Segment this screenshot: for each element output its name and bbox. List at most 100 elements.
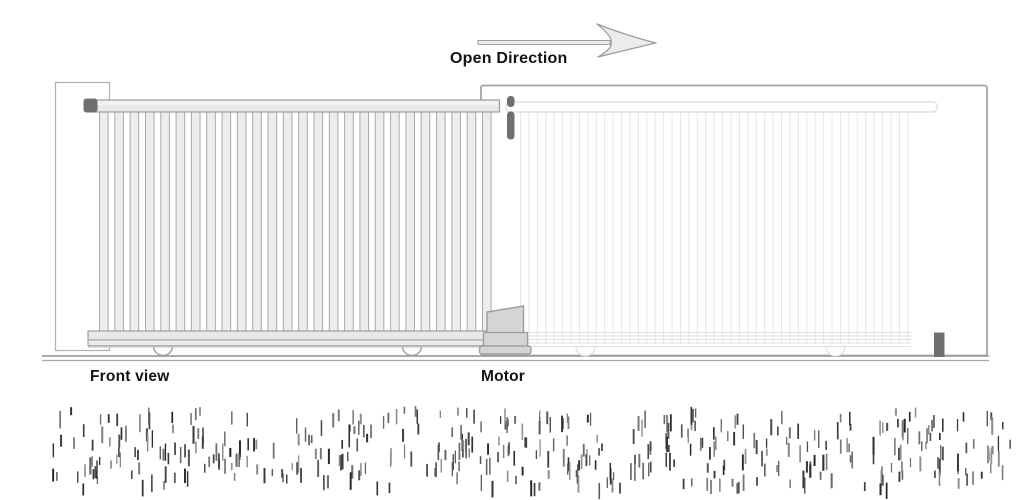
gate-bar (206, 111, 216, 333)
texture-stroke (389, 454, 392, 468)
texture-stroke (972, 471, 975, 485)
texture-stroke (99, 457, 101, 466)
texture-stroke (941, 446, 944, 461)
texture-stroke (894, 438, 896, 456)
texture-stroke (52, 443, 55, 458)
texture-stroke (167, 452, 170, 465)
texture-stroke (480, 474, 482, 491)
texture-stroke (644, 410, 646, 428)
texture-stroke (710, 479, 712, 495)
texture-stroke (134, 447, 136, 458)
texture-stroke (525, 437, 528, 448)
texture-stroke (395, 409, 398, 425)
ghost-wheel (825, 345, 846, 357)
texture-stroke (956, 419, 959, 432)
gate-bar (405, 111, 415, 333)
motor-unit (478, 305, 532, 355)
texture-stroke (513, 450, 516, 466)
texture-stroke (437, 444, 440, 460)
texture-stroke (118, 434, 121, 448)
texture-stroke (667, 422, 670, 439)
texture-stroke (116, 454, 118, 464)
texture-stroke (673, 459, 675, 467)
gate-corner-block (83, 98, 98, 113)
texture-stroke (286, 474, 288, 484)
texture-stroke (789, 479, 791, 489)
texture-stroke (942, 418, 944, 432)
gate-closed-position (83, 98, 501, 357)
texture-stroke (637, 416, 640, 431)
texture-stroke (507, 419, 509, 427)
texture-stroke (609, 462, 611, 480)
texture-stroke (836, 422, 839, 440)
texture-stroke (201, 436, 204, 449)
texture-stroke (253, 437, 255, 452)
texture-stroke (348, 430, 351, 448)
texture-stroke (218, 453, 220, 469)
gate-bar (190, 111, 201, 333)
texture-stroke (809, 464, 812, 478)
texture-stroke (894, 408, 897, 416)
texture-stroke (900, 461, 903, 473)
texture-stroke (376, 481, 379, 496)
texture-stroke (402, 428, 405, 442)
texture-stroke (539, 439, 541, 457)
texture-stroke (59, 410, 61, 429)
texture-stroke (957, 453, 959, 472)
texture-stroke (246, 412, 248, 427)
texture-stroke (388, 482, 391, 494)
texture-stroke (931, 419, 933, 432)
texture-stroke (95, 470, 98, 479)
gate-bar (359, 111, 370, 333)
texture-stroke (94, 466, 97, 478)
texture-stroke (215, 443, 218, 461)
texture-stroke (89, 457, 92, 475)
texture-stroke (298, 455, 300, 473)
texture-stroke (547, 470, 550, 479)
texture-stroke (314, 448, 317, 460)
texture-stroke (966, 473, 969, 486)
texture-stroke (690, 406, 693, 425)
texture-stroke (699, 438, 702, 451)
texture-stroke (898, 447, 900, 461)
texture-stroke (360, 462, 362, 476)
texture-stroke (777, 426, 779, 436)
texture-stroke (918, 431, 921, 445)
texture-stroke (491, 480, 494, 498)
gate-bars (99, 111, 492, 333)
texture-stroke (879, 483, 882, 496)
texture-stroke (701, 437, 704, 448)
texture-stroke (538, 482, 541, 491)
texture-stroke (460, 425, 462, 440)
texture-stroke (224, 431, 226, 447)
texture-stroke (451, 427, 454, 438)
open-direction-arrow-icon (477, 23, 657, 58)
texture-stroke (715, 436, 717, 451)
texture-stroke (356, 438, 359, 452)
texture-stroke (255, 439, 258, 450)
fence-frame (480, 84, 988, 357)
texture-stroke (179, 447, 182, 464)
texture-stroke (634, 463, 636, 481)
texture-stroke (403, 444, 406, 459)
ghost-top-rail (505, 101, 938, 113)
texture-stroke (939, 433, 941, 440)
gate-bottom-rail-edge (88, 345, 499, 348)
texture-stroke (990, 463, 992, 474)
texture-stroke (109, 437, 111, 447)
texture-stroke (467, 432, 470, 446)
texture-stroke (192, 425, 195, 444)
gate-bar (313, 111, 324, 333)
motor-label: Motor (481, 368, 526, 385)
texture-stroke (569, 462, 571, 480)
texture-stroke (187, 449, 190, 467)
texture-stroke (458, 461, 460, 472)
texture-stroke (921, 441, 923, 451)
texture-stroke (349, 472, 352, 490)
texture-stroke (118, 447, 120, 458)
texture-stroke (929, 432, 932, 441)
texture-stroke (186, 471, 189, 487)
texture-stroke (387, 412, 390, 424)
texture-stroke (561, 415, 563, 433)
